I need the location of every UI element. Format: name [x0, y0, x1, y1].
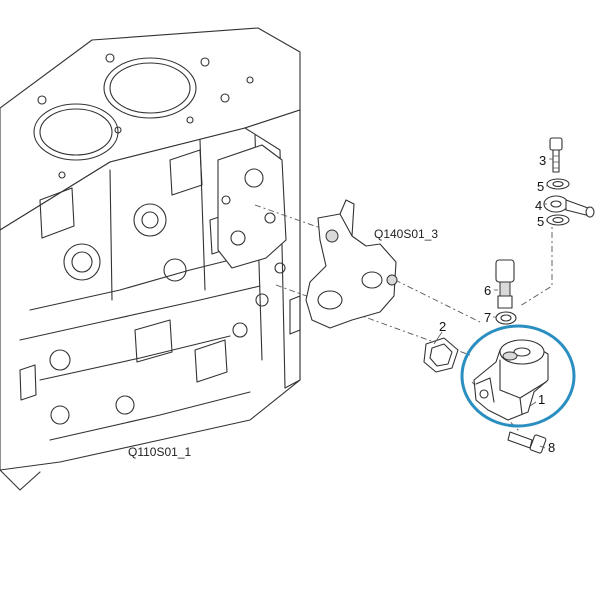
- banjo-bolt-part-3: [549, 137, 563, 173]
- bolt-part-8: [507, 431, 547, 454]
- mounting-bracket: [305, 199, 398, 329]
- callout-3: 3: [539, 153, 546, 168]
- block-reference-label: Q110S01_1: [128, 445, 191, 459]
- highlight-circle: [460, 324, 576, 428]
- callout-7: 7: [484, 310, 491, 325]
- callout-5-upper: 5: [537, 179, 544, 194]
- callout-4: 4: [535, 198, 542, 213]
- callout-2: 2: [439, 319, 446, 334]
- callout-8: 8: [548, 440, 555, 455]
- washer-part-5-lower: [546, 214, 570, 226]
- callout-1: 1: [538, 392, 545, 407]
- banjo-fitting-part-4: [543, 195, 595, 218]
- bracket-reference-label: Q140S01_3: [374, 227, 438, 241]
- callout-6: 6: [484, 283, 491, 298]
- washer-part-7: [495, 311, 517, 325]
- engine-block: [0, 27, 301, 491]
- callout-5-lower: 5: [537, 214, 544, 229]
- union-fitting-part-6: [495, 259, 515, 309]
- fuel-feed-pump-part-1: [473, 339, 549, 421]
- leader-lines: [433, 158, 553, 449]
- washer-part-5-upper: [546, 178, 570, 190]
- gasket-part-2: [423, 337, 459, 373]
